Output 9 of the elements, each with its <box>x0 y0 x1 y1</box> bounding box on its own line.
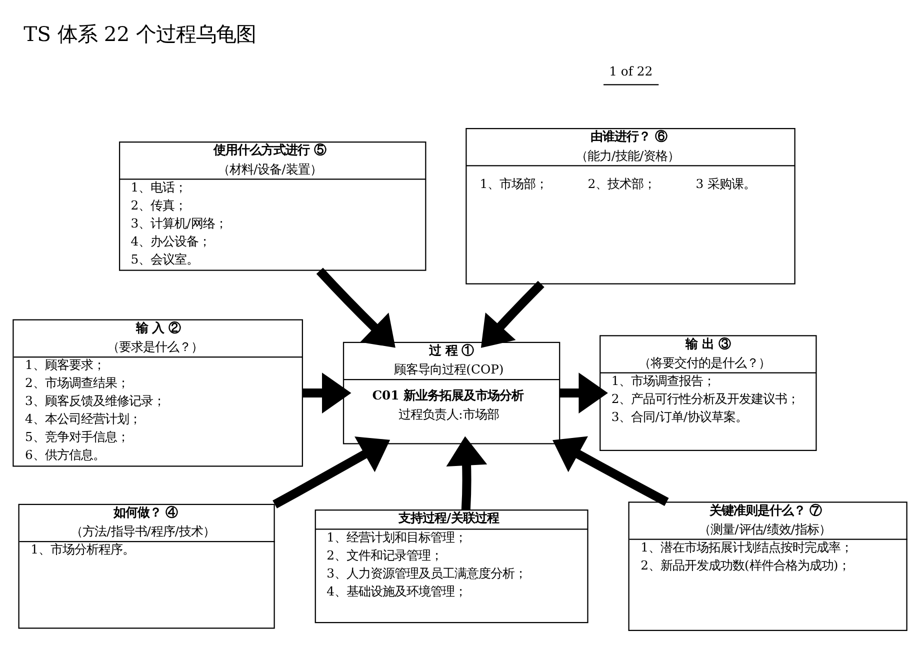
arrow <box>446 436 488 510</box>
diagram-title: TS 体系 22 个过程乌龟图 <box>24 22 256 46</box>
arrow <box>560 372 608 414</box>
arrow <box>302 372 352 414</box>
arrow <box>552 436 669 506</box>
arrow <box>480 280 544 348</box>
label: 1 of 22 <box>609 64 653 78</box>
arrow <box>316 268 396 348</box>
arrow <box>272 436 390 508</box>
